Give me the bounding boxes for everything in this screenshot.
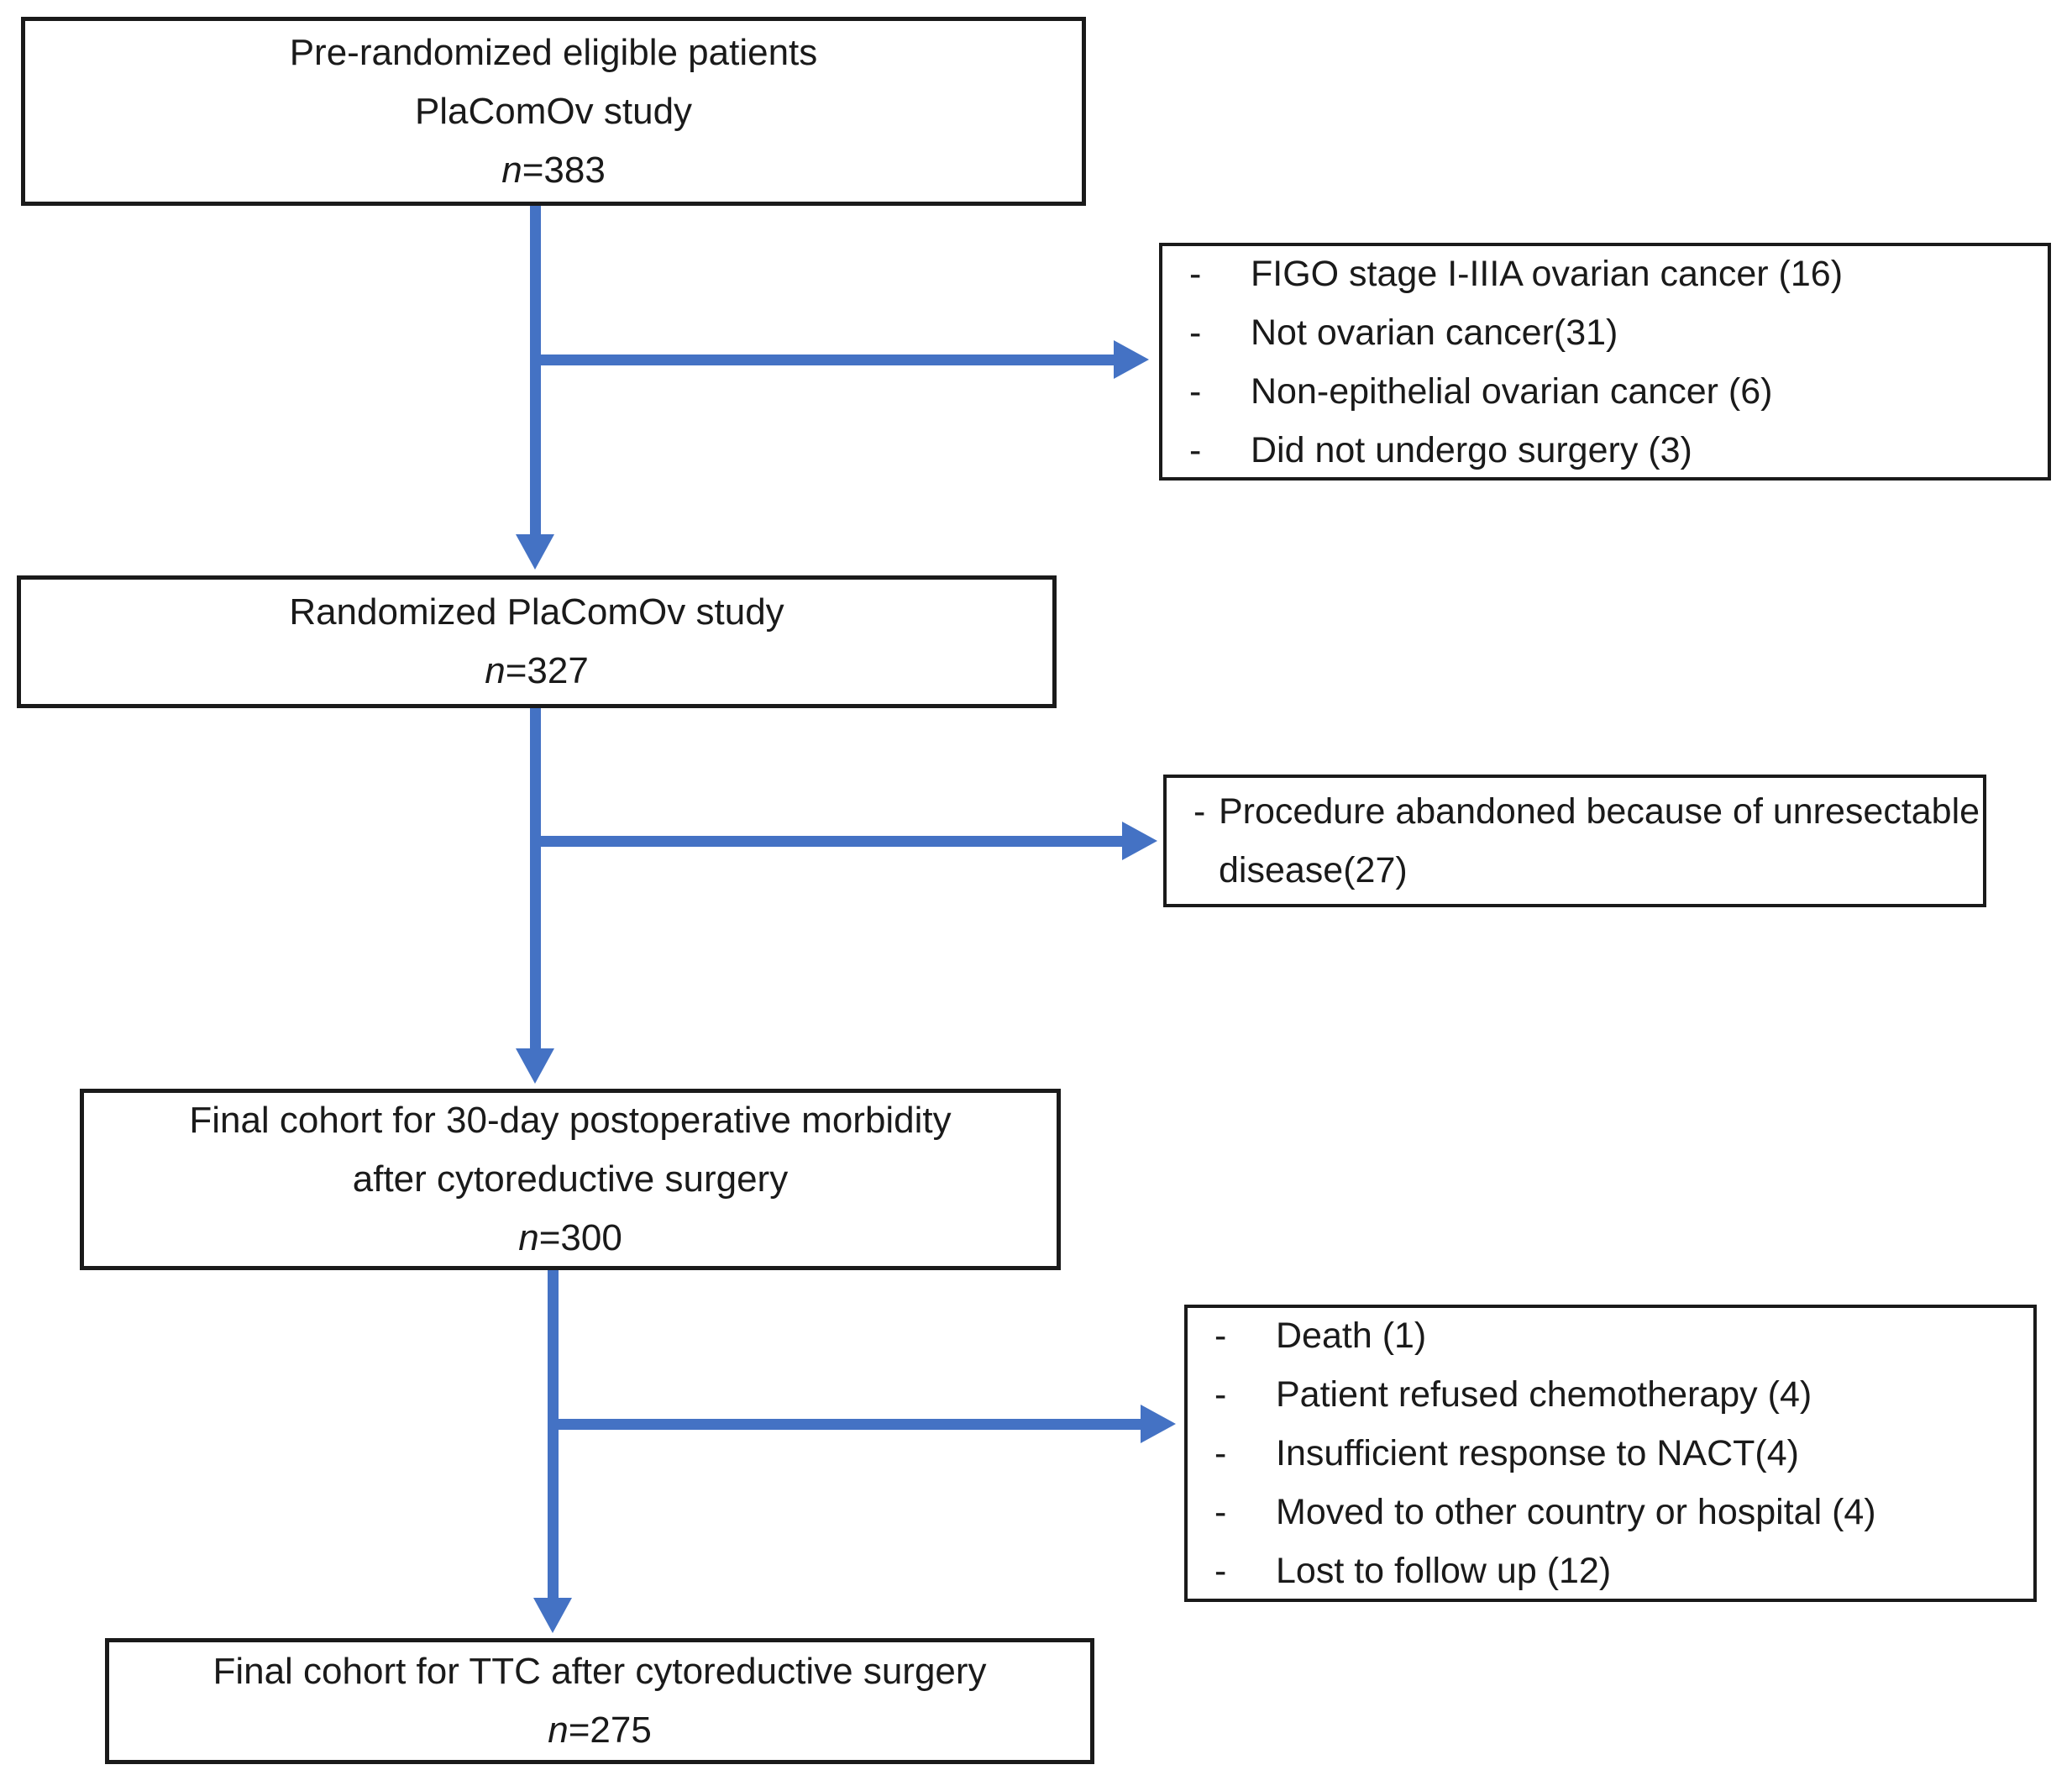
exclusion-item: - Non-epithelial ovarian cancer (6) bbox=[1162, 362, 2048, 421]
bullet-dash: - bbox=[1214, 1374, 1227, 1415]
exclusion-item-text: Death (1) bbox=[1276, 1316, 1427, 1356]
exclusion-item: - Procedure abandoned because of unresec… bbox=[1167, 782, 1983, 900]
exclusion-box-randomized: - Procedure abandoned because of unresec… bbox=[1163, 775, 1986, 907]
arrow-right-icon bbox=[1114, 340, 1149, 379]
arrow-box2-to-box3-shaft bbox=[530, 708, 541, 1048]
arrow-box1-to-box2-shaft bbox=[530, 206, 541, 534]
arrow-down-icon bbox=[516, 534, 554, 570]
bullet-dash: - bbox=[1189, 253, 1202, 294]
box-n-count: n=275 bbox=[548, 1710, 652, 1751]
exclusion-box-follow-up: - Death (1) - Patient refused chemothera… bbox=[1184, 1305, 2037, 1602]
box-title-line: Final cohort for 30-day postoperative mo… bbox=[189, 1100, 952, 1141]
box-title-line: after cytoreductive surgery bbox=[352, 1158, 789, 1200]
exclusion-item: - FIGO stage I-IIIA ovarian cancer (16) bbox=[1162, 244, 2048, 303]
exclusion-item: - Insufficient response to NACT(4) bbox=[1188, 1424, 2033, 1483]
bullet-dash: - bbox=[1214, 1551, 1227, 1591]
exclusion-item: - Death (1) bbox=[1188, 1306, 2033, 1365]
box-n-count: n=327 bbox=[485, 650, 589, 691]
arrow-right-icon bbox=[1141, 1405, 1176, 1443]
exclusion-item-text: Not ovarian cancer(31) bbox=[1251, 312, 1618, 353]
box-title-line: Final cohort for TTC after cytoreductive… bbox=[212, 1651, 987, 1692]
flow-box-final-morbidity-cohort: Final cohort for 30-day postoperative mo… bbox=[80, 1089, 1061, 1270]
arrow-down-icon bbox=[533, 1598, 572, 1633]
exclusion-item-text: Patient refused chemotherapy (4) bbox=[1276, 1374, 1812, 1415]
exclusion-item-text: Did not undergo surgery (3) bbox=[1251, 429, 1692, 470]
bullet-dash: - bbox=[1214, 1492, 1227, 1532]
exclusion-item: - Patient refused chemotherapy (4) bbox=[1188, 1365, 2033, 1424]
exclusion-item-text: Moved to other country or hospital (4) bbox=[1276, 1492, 1876, 1532]
bullet-dash: - bbox=[1214, 1316, 1227, 1356]
box-title-line: PlaComOv study bbox=[414, 90, 693, 132]
arrow-branch-to-exclusions-2-shaft bbox=[530, 836, 1122, 847]
box-title-line: Pre-randomized eligible patients bbox=[289, 31, 818, 73]
arrow-box3-to-box4-shaft bbox=[548, 1270, 559, 1598]
arrow-down-icon bbox=[516, 1048, 554, 1084]
exclusion-item: - Did not undergo surgery (3) bbox=[1162, 421, 2048, 480]
box-n-count: n=300 bbox=[518, 1217, 622, 1258]
exclusion-item-text: Lost to follow up (12) bbox=[1276, 1551, 1612, 1591]
bullet-dash: - bbox=[1189, 312, 1202, 353]
exclusion-item: - Lost to follow up (12) bbox=[1188, 1542, 2033, 1600]
exclusion-item-text: Insufficient response to NACT(4) bbox=[1276, 1433, 1799, 1473]
exclusion-item: - Not ovarian cancer(31) bbox=[1162, 303, 2048, 362]
bullet-dash: - bbox=[1214, 1433, 1227, 1473]
arrow-right-icon bbox=[1122, 822, 1157, 860]
flow-box-final-ttc-cohort: Final cohort for TTC after cytoreductive… bbox=[105, 1638, 1094, 1764]
box-n-count: n=383 bbox=[501, 149, 606, 191]
bullet-dash: - bbox=[1193, 791, 1206, 832]
flow-box-randomized: Randomized PlaComOv study n=327 bbox=[17, 575, 1057, 708]
bullet-dash: - bbox=[1189, 429, 1202, 470]
exclusion-item: - Moved to other country or hospital (4) bbox=[1188, 1483, 2033, 1542]
exclusion-item-text: Non-epithelial ovarian cancer (6) bbox=[1251, 370, 1773, 412]
exclusion-item-text: FIGO stage I-IIIA ovarian cancer (16) bbox=[1251, 253, 1844, 294]
exclusion-item-text: Procedure abandoned because of unresecta… bbox=[1219, 791, 1980, 890]
arrow-branch-to-exclusions-1-shaft bbox=[530, 355, 1114, 365]
exclusion-box-pre-randomization: - FIGO stage I-IIIA ovarian cancer (16) … bbox=[1159, 243, 2051, 481]
box-title-line: Randomized PlaComOv study bbox=[289, 591, 784, 633]
arrow-branch-to-exclusions-3-shaft bbox=[548, 1419, 1141, 1430]
bullet-dash: - bbox=[1189, 370, 1202, 412]
flow-box-pre-randomized: Pre-randomized eligible patients PlaComO… bbox=[21, 17, 1086, 206]
